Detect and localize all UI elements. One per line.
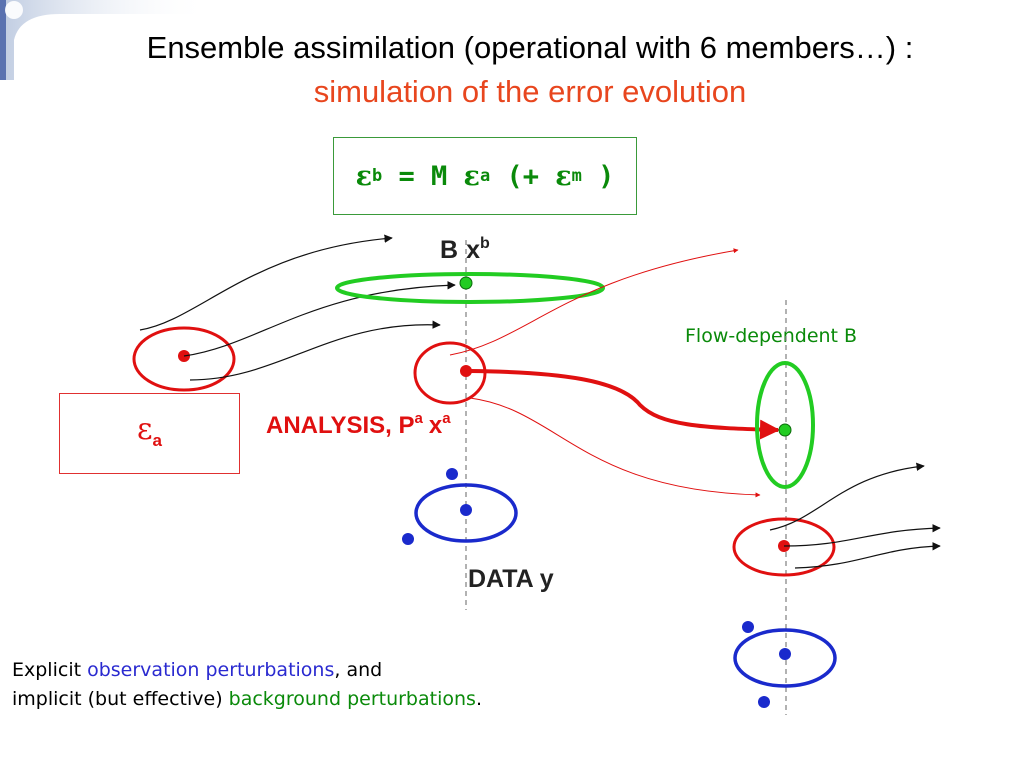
trajectory-1 xyxy=(139,234,393,331)
eps-symbol: ε xyxy=(555,160,572,192)
slide-subtitle: simulation of the error evolution xyxy=(313,74,747,109)
data-perturbation-point xyxy=(446,468,458,480)
caption-period: . xyxy=(475,688,482,710)
data-ellipse-right xyxy=(733,628,837,688)
eps-symbol: ε xyxy=(463,160,480,192)
flow-dependent-ellipse xyxy=(755,361,815,489)
caption-explicit: Explicit xyxy=(12,659,88,681)
background-point xyxy=(459,276,473,290)
caption-line-1: Explicit observation perturbations, and xyxy=(12,656,482,685)
caption-background: background perturbations xyxy=(228,688,476,710)
eq-close: ) xyxy=(581,160,615,192)
eps-a-symbol: ε xyxy=(136,412,153,447)
data-point-right xyxy=(779,648,791,660)
eq-plus: (+ xyxy=(490,160,556,192)
trajectory-3 xyxy=(189,320,441,381)
caption-observation: observation perturbations xyxy=(87,659,335,681)
caption-line-2: implicit (but effective) background pert… xyxy=(12,685,482,714)
caption-and: , and xyxy=(334,659,383,681)
forecast-arrow xyxy=(469,369,780,440)
eps-symbol: ε xyxy=(355,160,372,192)
caption: Explicit observation perturbations, and … xyxy=(12,656,482,714)
red-trajectory-top xyxy=(449,248,739,356)
initial-ensemble-ellipse xyxy=(132,326,236,392)
trajectory-5 xyxy=(783,524,941,547)
data-ellipse-left xyxy=(414,483,518,543)
caption-implicit: implicit (but effective) xyxy=(12,688,229,710)
background-ellipse xyxy=(335,272,605,304)
data-point xyxy=(460,504,472,516)
trajectory-4 xyxy=(769,462,925,531)
data-perturbation-point xyxy=(742,621,754,633)
flow-dependent-point xyxy=(778,423,792,437)
slide-title: Ensemble assimilation (operational with … xyxy=(146,30,914,65)
trajectory-6 xyxy=(794,542,941,569)
eq-equals-m: = M xyxy=(382,160,464,192)
eq-sub-a: a xyxy=(479,166,491,186)
corner-decoration xyxy=(0,0,210,80)
eps-a-box: εa xyxy=(59,393,240,474)
eq-sub-b: b xyxy=(372,166,383,186)
analysis-point xyxy=(460,365,472,377)
data-perturbation-point xyxy=(402,533,414,545)
trajectory-2 xyxy=(183,281,456,357)
flow-dependent-label: Flow-dependent B xyxy=(685,325,858,347)
data-perturbation-point xyxy=(758,696,770,708)
eq-sub-m: m xyxy=(571,166,582,186)
data-label: DATA y xyxy=(468,565,554,593)
eps-a-sub: a xyxy=(152,431,162,450)
red-trajectory-bottom xyxy=(469,397,761,498)
second-cycle-ellipse xyxy=(732,517,836,577)
